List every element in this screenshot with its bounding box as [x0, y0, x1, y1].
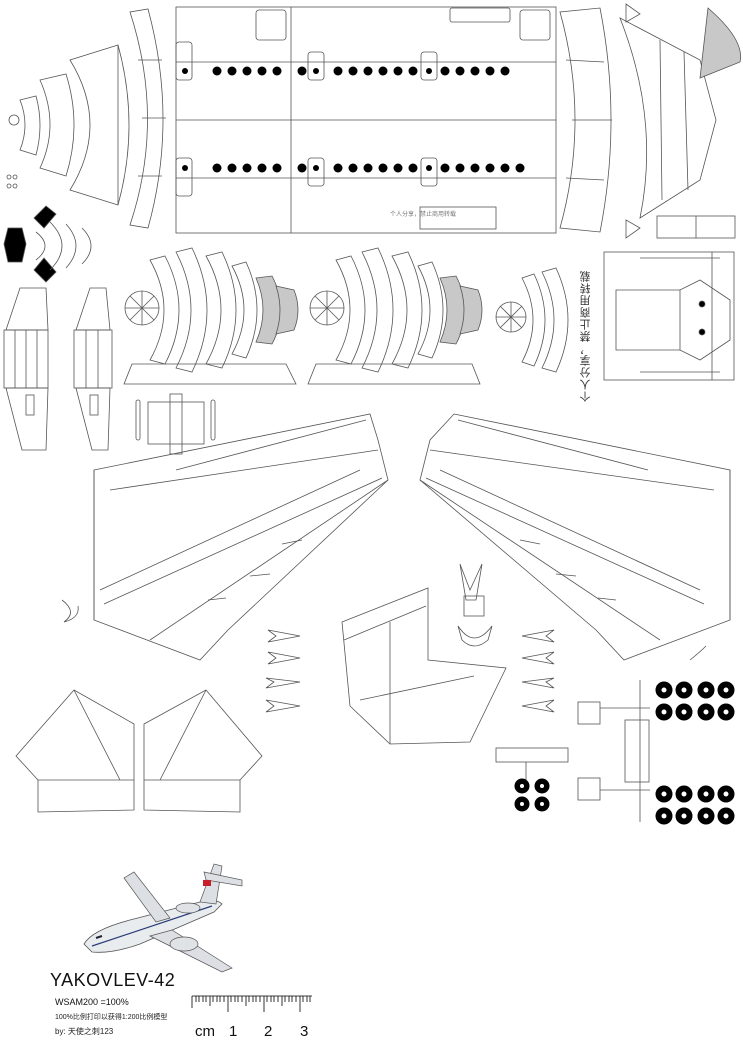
ruler-unit-label: cm — [195, 1023, 215, 1040]
left-wing-panel — [61, 413, 389, 661]
horizontal-stabilizer-right — [143, 689, 263, 813]
engine-fan-group-3 — [495, 267, 569, 373]
engine-fan-group-1 — [123, 247, 299, 385]
ruler-icon — [191, 995, 312, 1012]
print-note: 100%比例打印以获得1:200比例模型 — [55, 1014, 168, 1021]
nose-ring-pieces — [6, 8, 166, 229]
center-engine-intake — [457, 563, 493, 647]
ruler-mark-2: 2 — [264, 1023, 273, 1040]
engine-pod-left — [3, 287, 113, 451]
landing-gear-struts — [495, 680, 650, 822]
passenger-windows — [182, 66, 525, 173]
engine-fan-group-2 — [307, 247, 483, 385]
horizontal-stabilizer-left — [15, 689, 135, 813]
ruler-mark-3: 3 — [300, 1023, 309, 1040]
fuselage-panel — [175, 6, 557, 234]
fuselage-watermark: 个人分享，禁止商用转载 — [390, 212, 457, 218]
small-fin-arrows-left — [265, 629, 301, 713]
scale-line: WSAM200 =100% — [55, 997, 129, 1007]
vertical-fin-panel — [341, 587, 507, 745]
model-title: YAKOVLEV-42 — [50, 970, 176, 990]
small-fin-arrows-right — [521, 629, 555, 713]
ruler-mark-1: 1 — [229, 1023, 238, 1040]
cockpit-window-pieces — [3, 205, 92, 283]
author-line: by: 天使之刺123 — [55, 1027, 114, 1036]
tail-cone-pieces — [559, 3, 741, 239]
tail-watermark: 个人分享，禁止商用转载 — [580, 270, 592, 402]
wheel-set — [514, 681, 735, 825]
right-wing-panel — [419, 413, 731, 661]
center-bracket-piece — [135, 393, 216, 455]
tail-fuselage-section — [603, 251, 735, 381]
airplane-illustration-icon — [83, 863, 243, 973]
